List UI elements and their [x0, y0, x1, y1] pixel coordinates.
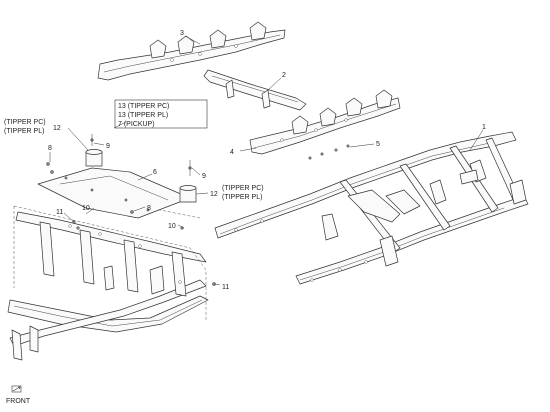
callout-12a: 12 [53, 125, 61, 132]
part-5-bolts [308, 144, 350, 160]
callout-11a: 11 [56, 209, 63, 216]
callout-6: 6 [153, 169, 157, 176]
callout-8a: 8 [48, 145, 52, 152]
note-box-line2: 13 (TIPPER PL) [118, 112, 168, 119]
leader-lines [49, 35, 484, 286]
callout-9b: 9 [202, 173, 206, 180]
front-label: FRONT [6, 398, 31, 405]
fasteners [46, 134, 216, 286]
note-box-line1: 13 (TIPPER PC) [118, 103, 169, 110]
front-arrow-icon [11, 385, 22, 393]
callout-3: 3 [180, 30, 184, 37]
note-right-line1: (TIPPER PC) [222, 185, 264, 192]
part-3-upper-cross-member [97, 21, 286, 81]
callout-8b: 8 [147, 205, 151, 212]
callout-11b: 11 [222, 284, 229, 291]
note-left-line2: (TIPPER PL) [4, 128, 44, 135]
part-1-main-frame [214, 131, 529, 285]
part-12-rubber-blocks [85, 149, 197, 203]
callout-4: 4 [230, 149, 234, 156]
left-tipper-frame [7, 189, 209, 361]
part-2-cross-bracket [203, 69, 307, 111]
note-box [114, 99, 208, 129]
callout-9a: 9 [106, 143, 110, 150]
callout-5: 5 [376, 141, 380, 148]
callout-12b: 12 [210, 191, 218, 198]
note-box-line3: 7 (PICKUP) [118, 121, 155, 128]
note-left-line1: (TIPPER PC) [4, 119, 46, 126]
callout-1: 1 [482, 124, 486, 131]
callout-10a: 10 [82, 205, 90, 212]
part-4-middle-cross-member [249, 89, 401, 155]
callout-2: 2 [282, 72, 286, 79]
callout-10b: 10 [168, 223, 176, 230]
note-right-line2: (TIPPER PL) [222, 194, 262, 201]
